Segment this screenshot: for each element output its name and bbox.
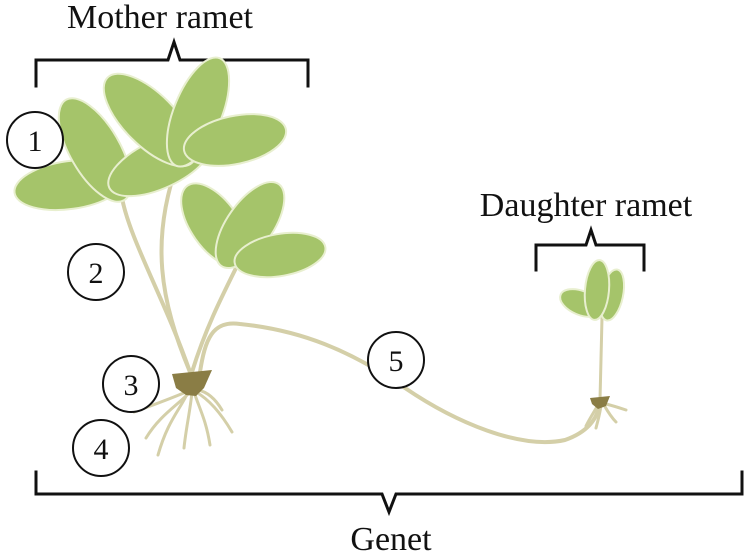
marker-1: 1 <box>6 111 64 169</box>
genet-label: Genet <box>350 521 432 557</box>
marker-4: 4 <box>72 419 130 477</box>
mother-petioles <box>120 160 242 374</box>
daughter-leaves <box>559 259 626 322</box>
mother-ramet-bracket <box>34 37 310 88</box>
daughter-ramet-label: Daughter ramet <box>480 187 693 224</box>
mother-leaf-cluster-3 <box>180 180 327 279</box>
mother-leaf-cluster-2 <box>102 56 288 168</box>
marker-3-label: 3 <box>124 369 139 402</box>
marker-3: 3 <box>102 355 160 413</box>
marker-5: 5 <box>367 331 425 389</box>
mother-leaf-cluster-1 <box>13 97 213 212</box>
daughter-crown <box>590 396 610 409</box>
daughter-ramet <box>559 259 628 430</box>
mother-ramet-label: Mother ramet <box>67 0 254 36</box>
genet-bracket <box>34 470 744 517</box>
marker-5-label: 5 <box>389 345 404 378</box>
marker-2-label: 2 <box>89 257 104 290</box>
stolon <box>198 321 602 445</box>
daughter-ramet-bracket <box>534 225 646 272</box>
marker-4-label: 4 <box>94 433 109 466</box>
marker-2: 2 <box>67 243 125 301</box>
mother-crown <box>172 370 212 396</box>
marker-1-label: 1 <box>28 125 43 158</box>
